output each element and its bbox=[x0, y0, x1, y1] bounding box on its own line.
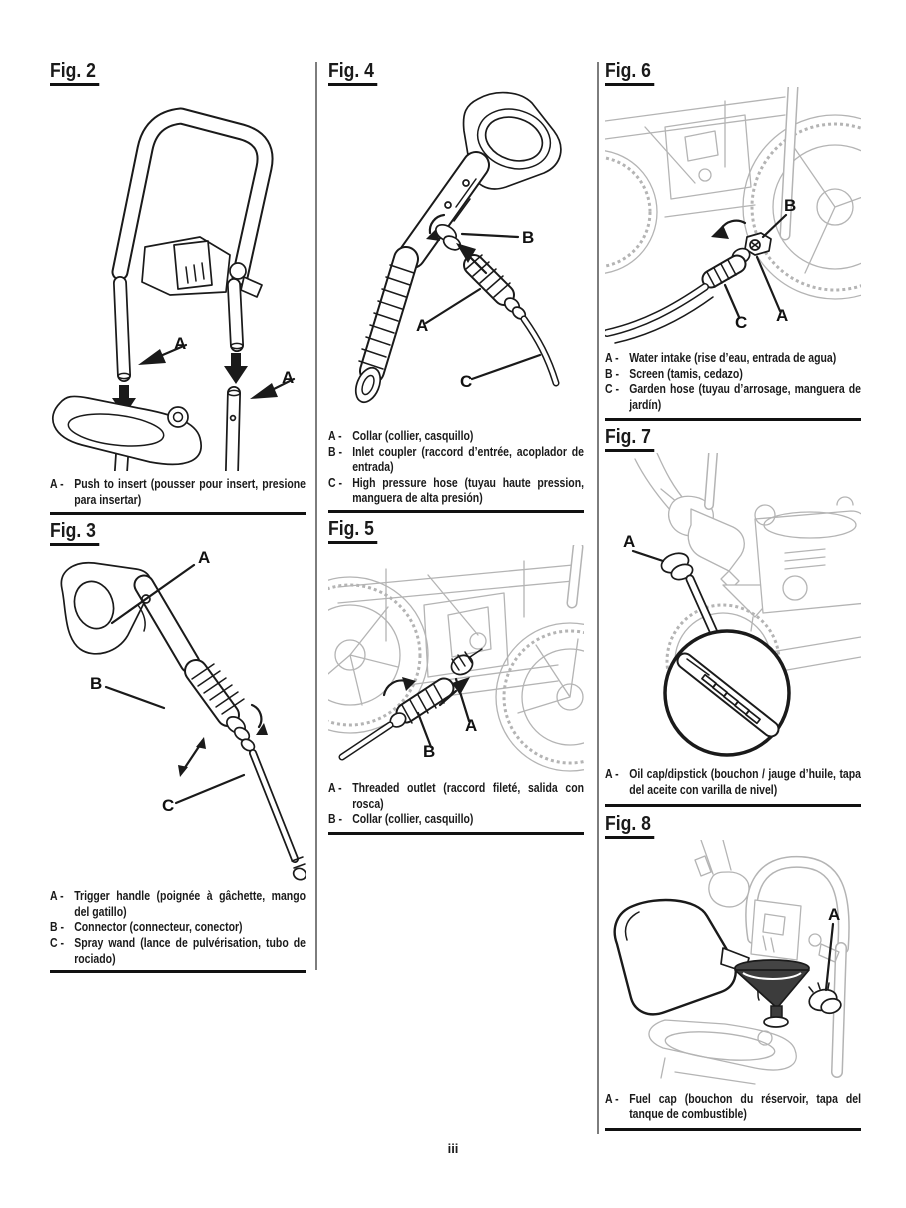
fig5-callout-b: B bbox=[423, 742, 435, 761]
caption-item: C - High pressure hose (tuyau haute pres… bbox=[328, 474, 585, 506]
fig7-caption: A - Oil cap/dipstick (bouchon / jauge d’… bbox=[605, 766, 861, 797]
page-number: iii bbox=[447, 1141, 459, 1156]
fig3-trigger-handle-illustration: A B C bbox=[60, 548, 306, 881]
fig4-caption: A - Collar (collier, casquillo) B - Inle… bbox=[328, 428, 584, 506]
caption-item: B - Collar (collier, casquillo) bbox=[328, 811, 474, 827]
fig4-gun-hose-illustration: B A C bbox=[354, 91, 562, 404]
figure-5-section: Fig. 5 bbox=[328, 518, 584, 835]
section-rule bbox=[328, 509, 584, 513]
fig3-callout-b: B bbox=[90, 674, 102, 693]
figure-3-section: Fig. 3 bbox=[50, 520, 306, 974]
section-rule bbox=[50, 970, 306, 974]
fig5-caption: A - Threaded outlet (raccord fileté, sal… bbox=[328, 780, 584, 827]
section-rule bbox=[605, 803, 861, 807]
fig6-caption: A - Water intake (rise d’eau, entrada de… bbox=[605, 350, 861, 412]
figure-2-title: Fig. 2 bbox=[50, 60, 100, 86]
fig2-caption: A - Push to insert (pousser pour insert,… bbox=[50, 476, 306, 507]
figure-5-title: Fig. 5 bbox=[328, 518, 378, 544]
fig8-caption: A - Fuel cap (bouchon du réservoir, tapa… bbox=[605, 1091, 861, 1122]
column-3: Fig. 6 bbox=[605, 60, 861, 1131]
figure-3-title: Fig. 3 bbox=[50, 520, 100, 547]
section-rule bbox=[605, 418, 861, 422]
caption-item: C - Garden hose (tuyau d’arrosage, mangu… bbox=[605, 381, 862, 412]
column-divider-2 bbox=[597, 62, 599, 1134]
fig4-callout-b: B bbox=[522, 228, 534, 247]
fig2-handle-illustration: A A bbox=[51, 107, 296, 471]
figure-4-title: Fig. 4 bbox=[328, 60, 378, 86]
fig8-callout-a: A bbox=[828, 905, 840, 924]
caption-item: B - Inlet coupler (raccord d’entrée, aco… bbox=[328, 443, 585, 475]
fig8-fuel-cap-illustration: A bbox=[613, 839, 850, 1085]
caption-item: B - Connector (connecteur, conector) bbox=[50, 919, 243, 935]
fig6-callout-c: C bbox=[735, 313, 747, 332]
fig3-callout-c: C bbox=[162, 796, 174, 815]
fig6-callout-b: B bbox=[784, 196, 796, 215]
figure-7-title: Fig. 7 bbox=[605, 426, 655, 453]
figure-4-section: Fig. 4 bbox=[328, 60, 584, 513]
fig7-oil-dipstick-illustration: A bbox=[623, 453, 861, 758]
caption-item: A - Threaded outlet (raccord fileté, sal… bbox=[328, 779, 585, 811]
section-rule bbox=[328, 831, 584, 835]
figure-8-section: Fig. 8 bbox=[605, 813, 861, 1131]
figure-6-section: Fig. 6 bbox=[605, 60, 861, 422]
caption-item: A - Collar (collier, casquillo) bbox=[328, 428, 474, 443]
figure-2-section: Fig. 2 bbox=[50, 60, 306, 516]
caption-item: B - Screen (tamis, cedazo) bbox=[605, 365, 743, 381]
figure-8-title: Fig. 8 bbox=[605, 813, 655, 839]
fig4-callout-c: C bbox=[460, 372, 472, 391]
section-rule bbox=[50, 512, 306, 516]
caption-item: A - Oil cap/dipstick (bouchon / jauge d’… bbox=[605, 766, 862, 797]
figure-6-title: Fig. 6 bbox=[605, 60, 655, 86]
fig3-callout-a: A bbox=[198, 548, 210, 567]
fig3-caption: A - Trigger handle (poignée à gâchette, … bbox=[50, 888, 306, 966]
fig4-callout-a: A bbox=[416, 316, 428, 335]
fig7-callout-a: A bbox=[623, 532, 635, 551]
caption-item: A - Fuel cap (bouchon du réservoir, tapa… bbox=[605, 1090, 862, 1122]
figure-7-section: Fig. 7 bbox=[605, 426, 861, 807]
section-rule bbox=[605, 1127, 861, 1131]
caption-item: A - Trigger handle (poignée à gâchette, … bbox=[50, 888, 307, 919]
caption-item: C - Spray wand (lance de pulvérisation, … bbox=[50, 934, 307, 966]
column-divider-1 bbox=[315, 62, 317, 970]
fig6-callout-a: A bbox=[776, 306, 788, 325]
caption-item: A - Push to insert (pousser pour insert,… bbox=[50, 476, 307, 507]
fig6-water-intake-illustration: B A C bbox=[605, 87, 861, 344]
column-1: Fig. 2 bbox=[50, 60, 306, 974]
column-2: Fig. 4 bbox=[328, 60, 584, 835]
fig5-callout-a: A bbox=[465, 716, 477, 735]
fig5-threaded-outlet-illustration: A B bbox=[328, 544, 584, 772]
caption-item: A - Water intake (rise d’eau, entrada de… bbox=[605, 350, 837, 365]
